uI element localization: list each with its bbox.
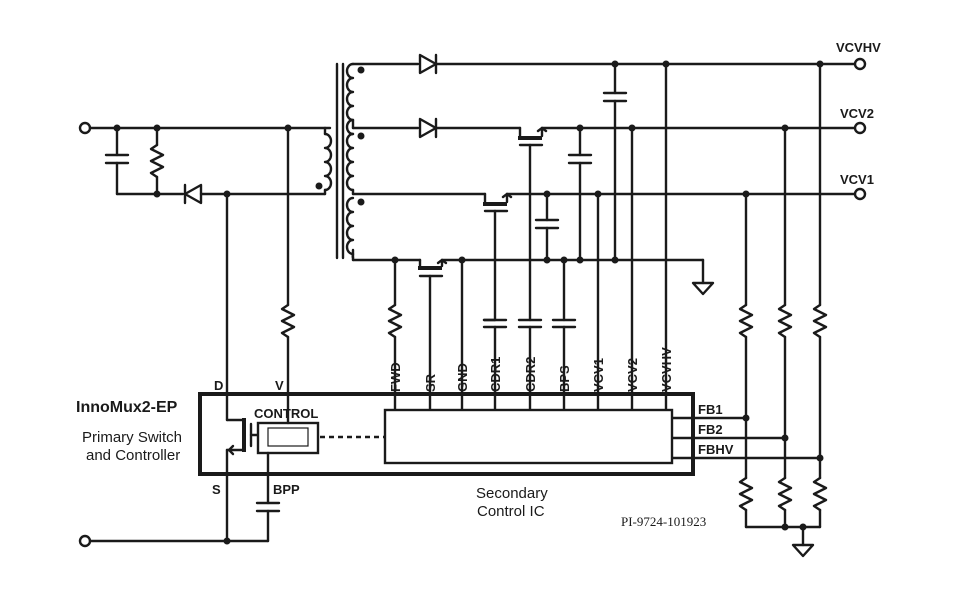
pin-sr-label: SR xyxy=(423,373,438,392)
control-label: CONTROL xyxy=(254,406,318,421)
secondary-ic-box xyxy=(383,408,674,465)
chip-name: InnoMux2-EP xyxy=(76,399,178,416)
input-network xyxy=(78,121,333,548)
pin-vcvhv-label: VCVHV xyxy=(659,347,674,392)
input-terminal-bottom xyxy=(78,534,92,548)
pin-gnd-label: GND xyxy=(455,363,470,392)
pin-bps-label: BPS xyxy=(557,365,572,392)
secondary-desc-line2: Control IC xyxy=(477,503,545,520)
pin-v-label: V xyxy=(275,378,284,393)
fb2-label: FB2 xyxy=(698,422,723,437)
input-terminal-top xyxy=(78,121,92,135)
pin-bpp-label: BPP xyxy=(273,482,300,497)
primary-desc-line1: Primary Switch xyxy=(82,429,182,446)
pin-vcv1-label: VCV1 xyxy=(591,358,606,392)
pin-s-label: S xyxy=(212,482,221,497)
pin-vcv2-label: VCV2 xyxy=(625,358,640,392)
fbhv-label: FBHV xyxy=(698,442,734,457)
fb1-label: FB1 xyxy=(698,402,723,417)
transformer xyxy=(335,62,487,262)
secondary-desc-line1: Secondary xyxy=(476,485,548,502)
pin-cdr1-label: CDR1 xyxy=(488,357,503,392)
part-number: PI-9724-101923 xyxy=(621,514,706,529)
label-vcv1: VCV1 xyxy=(840,172,874,187)
primary-desc-line2: and Controller xyxy=(86,447,180,464)
pin-d-label: D xyxy=(214,378,223,393)
label-vcv2: VCV2 xyxy=(840,106,874,121)
label-vcvhv: VCVHV xyxy=(836,40,881,55)
pin-cdr2-label: CDR2 xyxy=(523,357,538,392)
innomux-package xyxy=(198,392,695,476)
secondary-network xyxy=(387,53,867,558)
pin-fwd-label: FWD xyxy=(388,362,403,392)
